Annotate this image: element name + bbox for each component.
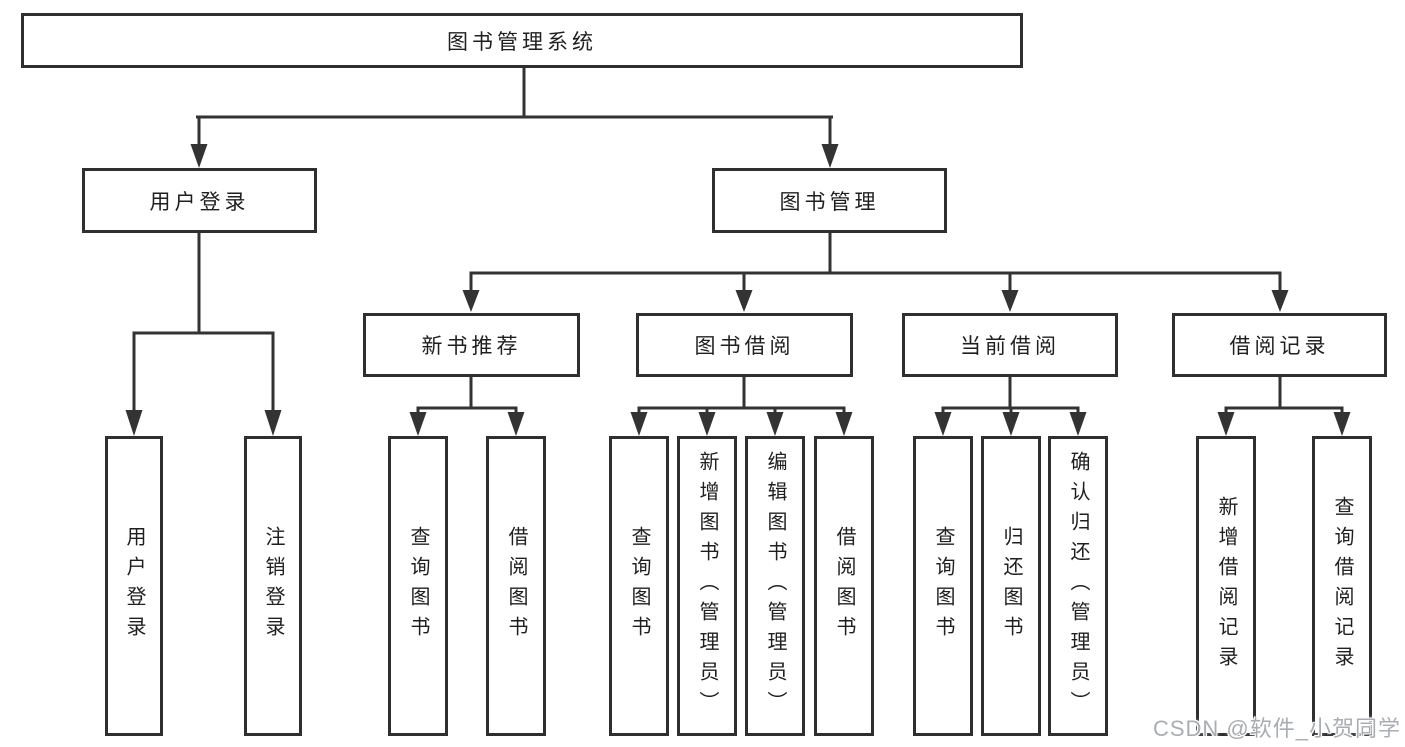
leaf-borrow-borrow-books: 借阅图书 bbox=[814, 436, 874, 736]
leaf-newbook-query-books-label: 查询图书 bbox=[407, 526, 429, 646]
leaf-current-return-books-label: 归还图书 bbox=[1000, 526, 1022, 646]
leaf-current-confirm-return-admin: 确认归还（管理员） bbox=[1048, 436, 1108, 736]
leaf-record-query-borrow-record: 查询借阅记录 bbox=[1312, 436, 1372, 736]
connector-record-to-leaves bbox=[1217, 375, 1351, 436]
leaf-borrow-add-books-admin: 新增图书（管理员） bbox=[677, 436, 737, 736]
leaf-borrow-query-books-label: 查询图书 bbox=[628, 526, 650, 646]
node-current-borrow: 当前借阅 bbox=[902, 313, 1118, 377]
leaf-user-login: 用户登录 bbox=[105, 436, 163, 736]
node-book-management: 图书管理 bbox=[712, 168, 947, 233]
connector-current-to-leaves bbox=[934, 375, 1087, 436]
leaf-user-login-label: 用户登录 bbox=[123, 526, 145, 646]
leaf-current-return-books: 归还图书 bbox=[981, 436, 1041, 736]
leaf-newbook-borrow-books-label: 借阅图书 bbox=[505, 526, 527, 646]
connector-borrow-to-leaves bbox=[630, 375, 853, 436]
connector-newbook-to-leaves bbox=[409, 375, 525, 436]
node-new-book-recommend: 新书推荐 bbox=[363, 313, 580, 377]
leaf-record-add-borrow-record: 新增借阅记录 bbox=[1196, 436, 1256, 736]
leaf-logout: 注销登录 bbox=[244, 436, 302, 736]
node-user-login: 用户登录 bbox=[82, 168, 317, 233]
connector-root-to-level2 bbox=[190, 66, 839, 168]
leaf-current-query-books-label: 查询图书 bbox=[932, 526, 954, 646]
node-book-borrow: 图书借阅 bbox=[636, 313, 853, 377]
leaf-record-query-borrow-record-label: 查询借阅记录 bbox=[1331, 496, 1353, 676]
csdn-watermark: CSDN @软件_小贺同学 bbox=[1152, 716, 1401, 741]
connector-login-to-leaves bbox=[125, 231, 282, 436]
leaf-current-query-books: 查询图书 bbox=[913, 436, 973, 736]
leaf-newbook-borrow-books: 借阅图书 bbox=[486, 436, 546, 736]
leaf-logout-label: 注销登录 bbox=[262, 526, 284, 646]
node-library-system-root: 图书管理系统 bbox=[21, 13, 1023, 68]
leaf-borrow-edit-books-admin: 编辑图书（管理员） bbox=[745, 436, 805, 736]
leaf-borrow-add-books-admin-label: 新增图书（管理员） bbox=[696, 451, 718, 721]
node-borrow-record: 借阅记录 bbox=[1172, 313, 1387, 377]
leaf-newbook-query-books: 查询图书 bbox=[388, 436, 448, 736]
connector-mgmt-to-level3 bbox=[462, 231, 1289, 312]
leaf-borrow-edit-books-admin-label: 编辑图书（管理员） bbox=[764, 451, 786, 721]
leaf-current-confirm-return-admin-label: 确认归还（管理员） bbox=[1067, 451, 1089, 721]
leaf-record-add-borrow-record-label: 新增借阅记录 bbox=[1215, 496, 1237, 676]
leaf-borrow-query-books: 查询图书 bbox=[609, 436, 669, 736]
leaf-borrow-borrow-books-label: 借阅图书 bbox=[833, 526, 855, 646]
